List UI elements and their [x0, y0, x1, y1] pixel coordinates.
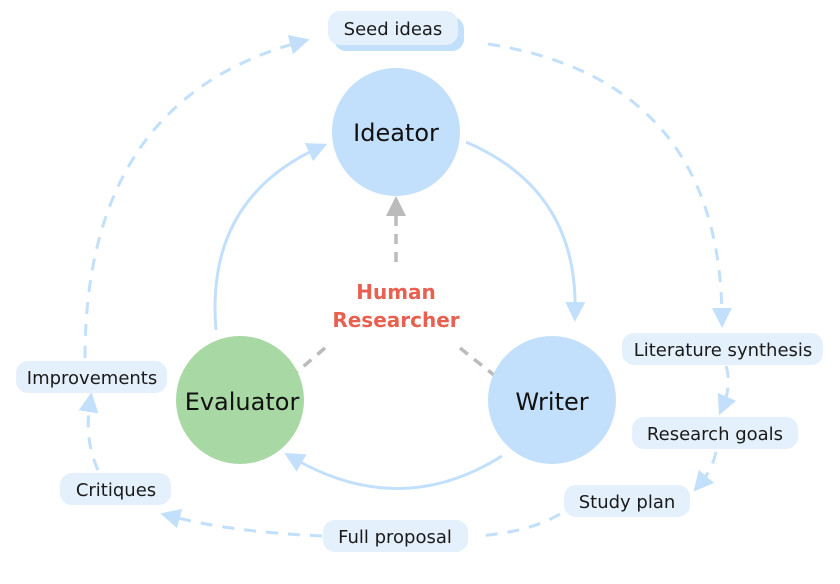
dashed-arrow-study-plan-to-full-proposal — [477, 512, 561, 538]
literature-synthesis-label: Literature synthesis — [634, 340, 813, 361]
dashed-arrow-critiques-to-improvements — [78, 392, 100, 471]
ideator-circle — [332, 68, 460, 196]
pill-full-proposal: Full proposal — [323, 520, 468, 552]
writer-circle — [488, 336, 616, 464]
critiques-label: Critiques — [76, 480, 156, 501]
pill-critiques: Critiques — [60, 473, 171, 505]
pill-research-goals: Research goals — [632, 417, 798, 449]
writer-node: Writer — [488, 336, 616, 464]
arrow-writer-to-evaluator — [284, 452, 503, 490]
pill-improvements: Improvements — [16, 361, 167, 393]
human-researcher: Human Researcher — [332, 280, 459, 332]
research-goals-label: Research goals — [647, 424, 783, 445]
research-goals-pill-bg — [632, 417, 798, 449]
ideator-label: Ideator — [353, 119, 439, 147]
pill-seed-ideas: Seed ideas — [328, 11, 464, 51]
seed-ideas-pill-bg — [328, 11, 458, 45]
pill-literature-synthesis: Literature synthesis — [622, 333, 823, 365]
study-plan-pill-bg — [564, 485, 690, 517]
dashed-arrow-research-goals-to-study-plan — [693, 451, 718, 492]
literature-synthesis-pill-bg — [622, 333, 823, 365]
dashed-arrow-seed-to-literature — [487, 42, 732, 328]
arrow-evaluator-to-ideator — [213, 143, 328, 331]
gray-arrow-to-writer — [458, 346, 512, 390]
full-proposal-label: Full proposal — [338, 527, 452, 548]
ideator-node: Ideator — [332, 68, 460, 196]
seed-ideas-label: Seed ideas — [344, 19, 443, 40]
dashed-arrow-literature-to-research-goals — [717, 365, 737, 416]
full-proposal-pill-bg — [323, 520, 468, 552]
arrow-ideator-to-writer — [465, 140, 586, 322]
human-researcher-line2: Researcher — [332, 308, 459, 332]
study-plan-label: Study plan — [579, 492, 676, 513]
pill-study-plan: Study plan — [564, 485, 690, 517]
evaluator-label: Evaluator — [185, 388, 300, 416]
human-researcher-line1: Human — [356, 280, 436, 304]
improvements-label: Improvements — [27, 368, 157, 389]
evaluator-node: Evaluator — [176, 336, 304, 464]
dashed-arrow-full-proposal-to-critiques — [160, 508, 323, 538]
critiques-pill-bg — [60, 473, 171, 505]
evaluator-circle — [176, 336, 304, 464]
dashed-arrow-improvements-to-seed — [83, 34, 310, 359]
writer-label: Writer — [515, 388, 588, 416]
improvements-pill-bg — [16, 361, 167, 393]
